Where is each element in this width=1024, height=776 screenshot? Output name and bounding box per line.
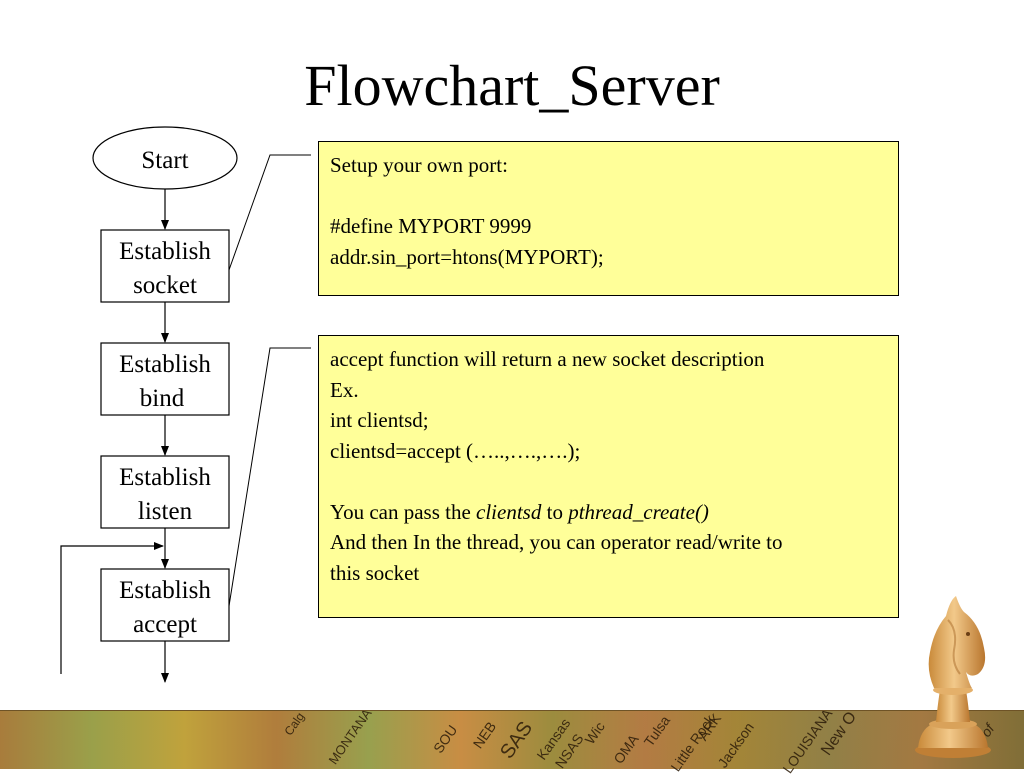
map-label: OMA xyxy=(610,731,642,767)
note-port-line xyxy=(330,181,888,212)
note-port-line: #define MYPORT 9999 xyxy=(330,214,532,238)
pthread-create-term: pthread_create() xyxy=(568,499,709,524)
note-accept-line: And then In the thread, you can operator… xyxy=(330,530,783,554)
node-accept-label-line1: Establish xyxy=(119,577,211,604)
pass-text-mid: to xyxy=(541,499,569,524)
map-label: Wic xyxy=(581,718,608,748)
callout-accept-to-accept-note xyxy=(228,347,311,607)
chess-knight-icon xyxy=(915,596,991,758)
note-accept-line: Ex. xyxy=(330,377,359,402)
map-decoration-strip: Calg MONTANA SOU NEB Kansas SAS Wic NSAS… xyxy=(0,706,1024,776)
node-listen-label-line2: listen xyxy=(138,498,193,525)
note-port-line: Setup your own port: xyxy=(330,153,508,177)
node-start: Start xyxy=(92,126,238,190)
node-establish-accept: Establish accept xyxy=(100,568,230,642)
node-establish-listen: Establish listen xyxy=(100,455,230,529)
node-establish-socket: Establish socket xyxy=(100,229,230,303)
note-accept-pass-line: You can pass the clientsd to pthread_cre… xyxy=(330,497,888,528)
node-socket-label-line2: socket xyxy=(133,272,197,299)
map-label: Jackson xyxy=(714,719,757,771)
bind-process-box xyxy=(100,342,230,416)
socket-process-box xyxy=(100,229,230,303)
note-accept-line: accept function will return a new socket… xyxy=(330,347,765,371)
note-accept-line xyxy=(330,466,888,497)
map-label: NEB xyxy=(469,718,500,752)
map-label: Calg xyxy=(281,709,308,739)
node-start-label: Start xyxy=(141,147,188,174)
port-setup-note: Setup your own port: #define MYPORT 9999… xyxy=(318,141,899,296)
map-label: SAS xyxy=(496,717,538,763)
pass-text-prefix: You can pass the xyxy=(330,499,477,524)
note-accept-line: this socket xyxy=(330,560,420,585)
map-label: Tulsa xyxy=(640,712,674,750)
clientsd-term: clientsd xyxy=(476,499,542,524)
slide-title: Flowchart_Server xyxy=(304,53,720,118)
edge-loop-back-to-accept xyxy=(60,542,164,674)
accept-process-box xyxy=(100,568,230,642)
node-listen-label-line1: Establish xyxy=(119,464,211,491)
node-bind-label-line2: bind xyxy=(140,385,185,412)
node-accept-label-line2: accept xyxy=(133,611,197,638)
note-accept-line: clientsd=accept (…..,….,….); xyxy=(330,438,581,463)
node-establish-bind: Establish bind xyxy=(100,342,230,416)
note-port-line: addr.sin_port=htons(MYPORT); xyxy=(330,244,604,269)
accept-usage-note: accept function will return a new socket… xyxy=(318,335,899,618)
map-label: SOU xyxy=(429,721,461,757)
node-socket-label-line1: Establish xyxy=(119,238,211,265)
callout-socket-to-port-note xyxy=(228,154,311,271)
map-label: MONTANA xyxy=(325,705,375,768)
note-accept-line: int clientsd; xyxy=(330,408,429,432)
listen-process-box xyxy=(100,455,230,529)
node-bind-label-line1: Establish xyxy=(119,351,211,378)
